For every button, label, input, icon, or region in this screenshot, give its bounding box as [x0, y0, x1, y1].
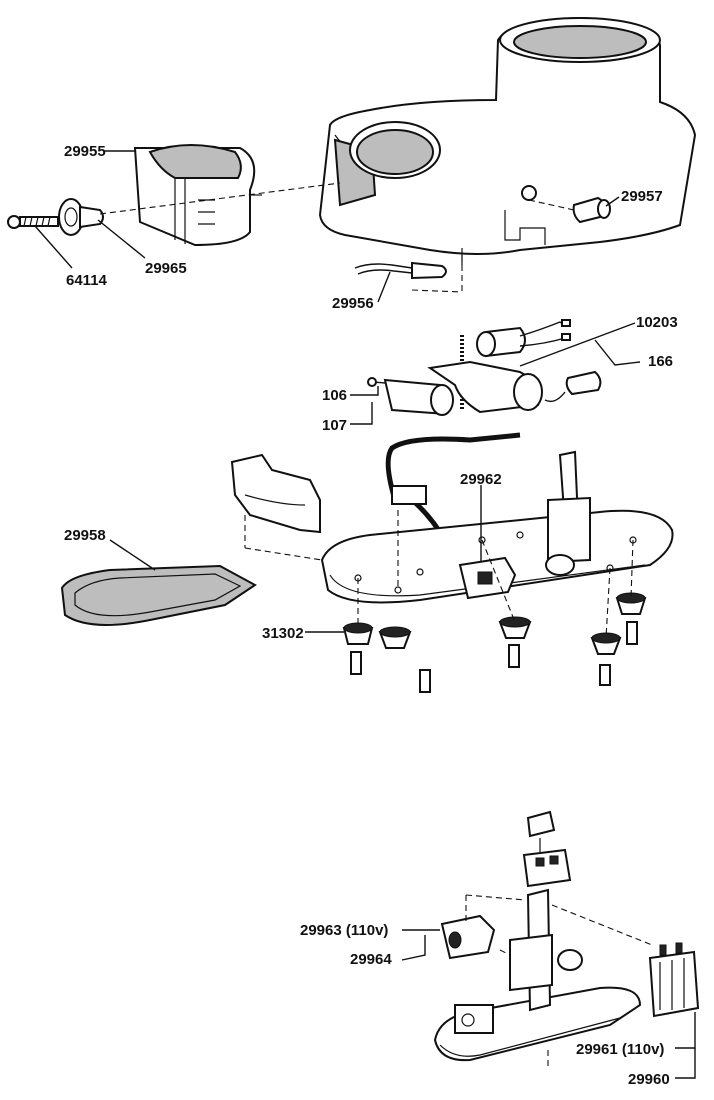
- label-29965: 29965: [145, 260, 187, 277]
- label-29960: 29960: [628, 1071, 670, 1088]
- label-29964: 29964: [350, 951, 392, 968]
- base-screws: [350, 621, 638, 693]
- label-166: 166: [648, 353, 673, 370]
- label-29955: 29955: [64, 143, 106, 160]
- part-166-motor: [427, 360, 602, 414]
- label-29962: 29962: [460, 471, 502, 488]
- label-29957: 29957: [621, 188, 663, 205]
- part-31302-feet: [342, 592, 647, 655]
- alignment-lines-upper: [99, 182, 634, 639]
- label-29961: 29961 (110v): [576, 1041, 664, 1058]
- label-106: 106: [322, 387, 347, 404]
- part-29955-cup: [133, 144, 262, 247]
- main-housing: [318, 16, 697, 265]
- part-29962-switch: [458, 556, 517, 600]
- inset-base-detail: [433, 986, 642, 1070]
- part-29957-knob: [572, 196, 611, 224]
- inset-terminal-blocks: [522, 810, 572, 888]
- label-31302: 31302: [262, 625, 304, 642]
- part-64114-screw: [7, 215, 59, 229]
- part-29956-probe: [354, 261, 447, 280]
- part-29958-gasket: [60, 564, 257, 626]
- label-107: 107: [322, 417, 347, 434]
- label-29956: 29956: [332, 295, 374, 312]
- leader-lines: [34, 150, 696, 1079]
- part-106-107-motor: [367, 377, 454, 416]
- label-29958: 29958: [64, 527, 106, 544]
- part-labels: 29955 64114 29965 29957 29956 10203 166 …: [64, 143, 678, 1088]
- part-29961-relay: [648, 942, 700, 1018]
- label-10203: 10203: [636, 314, 678, 331]
- label-29963: 29963 (110v): [300, 922, 388, 939]
- part-29965-knob: [58, 198, 104, 236]
- power-cable: [385, 432, 521, 542]
- inset-bracket: [509, 888, 583, 1012]
- label-64114: 64114: [66, 272, 108, 289]
- upright-bracket: [545, 450, 591, 576]
- part-29963-switch: [440, 914, 496, 960]
- front-cover: [230, 453, 321, 534]
- alignment-lines-inset: [465, 894, 653, 956]
- part-10203-capacitor: [476, 319, 571, 358]
